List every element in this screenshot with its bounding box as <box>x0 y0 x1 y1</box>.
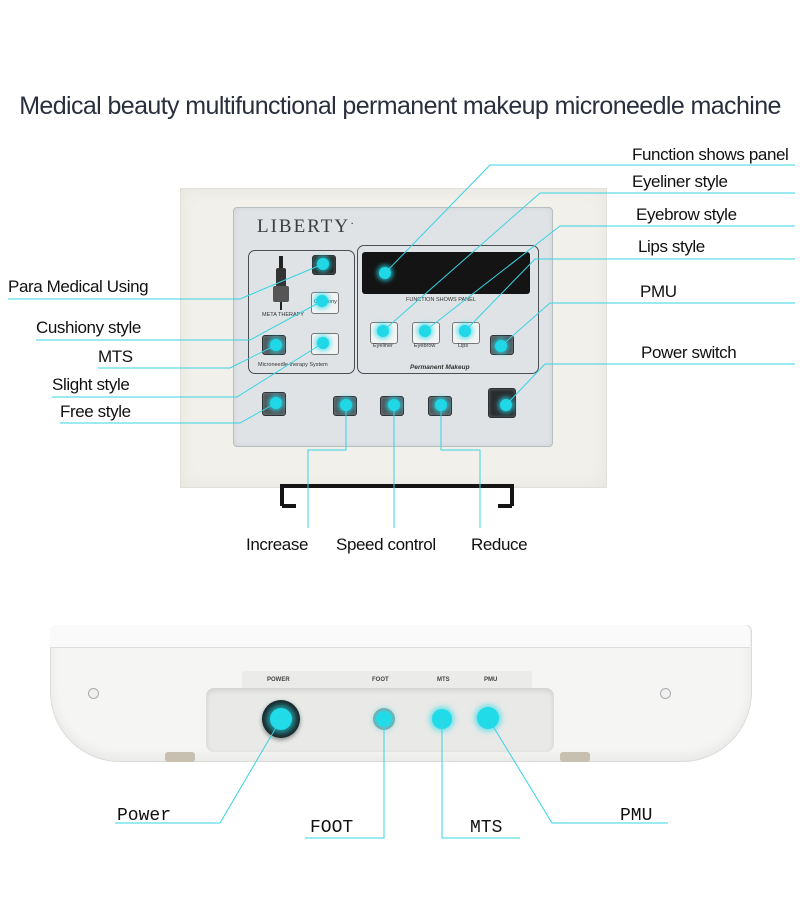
page-title: Medical beauty multifunctional permanent… <box>19 92 781 120</box>
microneedle-pen-icon <box>273 256 289 310</box>
callout-mts: MTS <box>98 347 133 366</box>
screw-hole-right <box>660 688 671 699</box>
callout-free: Free style <box>60 402 131 421</box>
callout-reduce: Reduce <box>471 535 528 554</box>
leader-power-port <box>115 718 282 824</box>
callout-pmu-port: PMU <box>620 806 653 826</box>
callout-foot: FOOT <box>310 818 354 838</box>
port-label-foot: FOOT <box>372 677 389 683</box>
callout-function-panel: Function shows panel <box>632 145 789 164</box>
callout-slight: Slight style <box>52 375 130 394</box>
lips-label: Lips <box>458 343 469 349</box>
callout-power-switch: Power switch <box>641 343 737 362</box>
function-panel-label: FUNCTION SHOWS PANEL <box>406 297 476 303</box>
leader-cushiony <box>36 300 323 341</box>
leader-mts-port <box>441 719 520 839</box>
leader-eyebrow <box>424 225 795 332</box>
leader-eyeliner <box>382 192 795 332</box>
callout-eyebrow: Eyebrow style <box>636 205 737 224</box>
leader-function-panel <box>384 164 795 274</box>
callout-pmu: PMU <box>640 282 677 301</box>
leader-mts <box>98 344 277 369</box>
device-rear-lid <box>50 625 750 648</box>
leader-pmu <box>500 302 795 347</box>
leader-para-medical <box>8 263 324 300</box>
port-label-bar <box>242 671 532 689</box>
eyebrow-label: Eyebrow <box>414 343 436 349</box>
leader-slight <box>52 342 324 398</box>
port-label-pmu: PMU <box>484 677 498 683</box>
port-label-power: POWER <box>267 677 290 683</box>
device-stand <box>280 484 514 508</box>
leader-increase <box>307 405 347 528</box>
device-foot-left <box>165 752 195 762</box>
leader-lips <box>464 258 795 332</box>
callout-power: Power <box>117 806 172 826</box>
leader-foot-port <box>305 719 385 839</box>
screw-hole-left <box>88 688 99 699</box>
permanent-makeup-label: Permanent Makeup <box>410 364 470 371</box>
callout-speed-control: Speed control <box>336 535 436 554</box>
brand-logo: LIBERTY· <box>257 216 357 237</box>
leader-free <box>60 402 277 424</box>
callout-mts-port: MTS <box>470 818 503 838</box>
leader-reduce <box>440 405 481 528</box>
callout-lips: Lips style <box>638 237 705 256</box>
callout-increase: Increase <box>246 535 309 554</box>
mts-group-box <box>248 250 355 374</box>
port-label-mts: MTS <box>437 677 450 683</box>
device-foot-right <box>560 752 590 762</box>
callout-para-medical: Para Medical Using <box>8 277 149 296</box>
meta-therapy-label: META THERAPY <box>262 312 304 318</box>
callout-cushiony: Cushiony style <box>36 318 141 337</box>
leader-pmu-port <box>487 717 668 824</box>
pmu-group-box <box>357 245 539 374</box>
microneedle-label: Microneedle therapy System <box>258 362 328 368</box>
eyeliner-label: Eyeliner <box>373 343 393 349</box>
leader-power-switch <box>505 363 795 406</box>
callout-eyeliner: Eyeliner style <box>632 172 728 191</box>
